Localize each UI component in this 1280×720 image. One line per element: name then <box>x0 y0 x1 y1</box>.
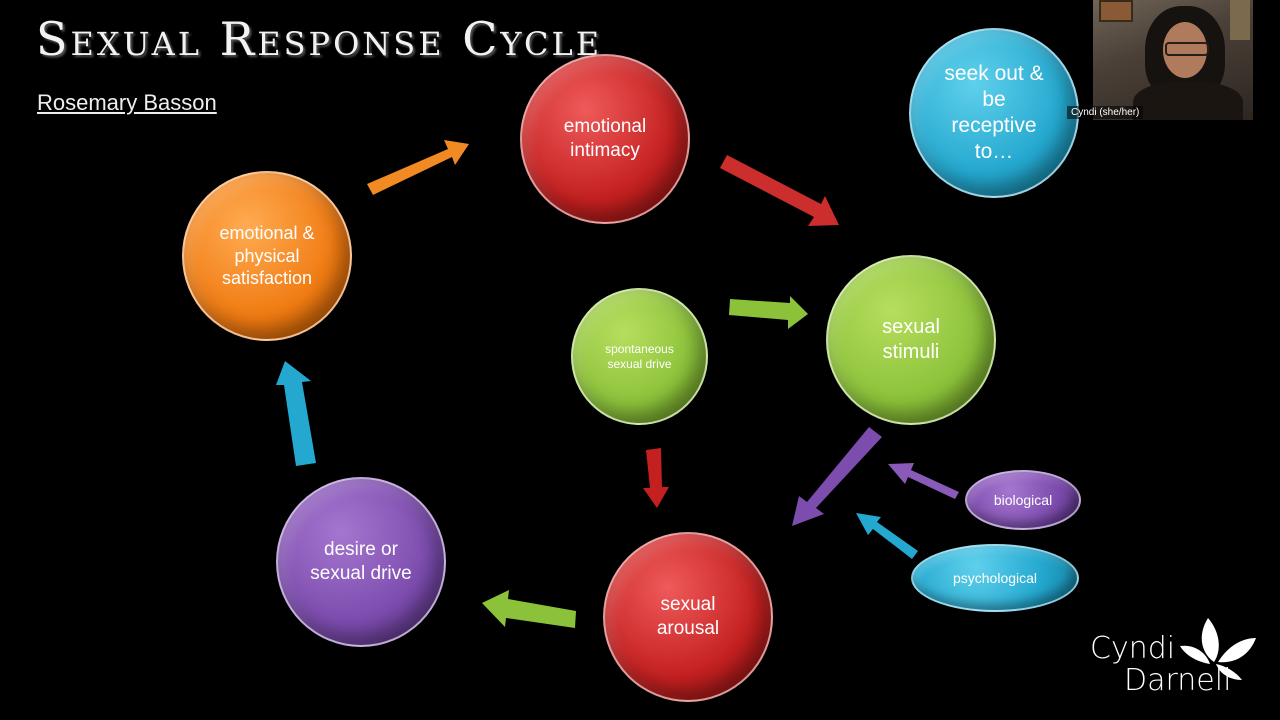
node-psychological: psychological <box>911 544 1079 612</box>
slide-subtitle: Rosemary Basson <box>37 90 217 115</box>
node-spontaneous-drive-label: spontaneous sexual drive <box>605 341 674 371</box>
arrow-desire-to-satisfaction <box>276 361 316 466</box>
arrow-stimuli-to-arousal <box>792 427 882 526</box>
arrow-spontaneous-to-stimuli <box>729 296 808 329</box>
arrow-intimacy-to-stimuli <box>720 155 839 226</box>
slide-title: Sexual Response Cycle <box>36 12 603 66</box>
node-desire-label: desire or sexual drive <box>310 539 412 584</box>
node-sexual-arousal: sexual arousal <box>603 532 773 702</box>
node-emotional-intimacy: emotional intimacy <box>520 54 690 224</box>
webcam-label-container: Cyndi (she/her) <box>1067 102 1144 120</box>
node-biological-label: biological <box>993 492 1053 508</box>
node-satisfaction-label: emotional & physical satisfaction <box>219 223 315 289</box>
participant-body <box>1133 82 1243 120</box>
arrow-psychological-to-stimuli <box>856 513 918 559</box>
node-desire: desire or sexual drive <box>276 477 446 647</box>
node-sexual-stimuli: sexual stimuli <box>826 255 996 425</box>
wall-frame <box>1230 0 1250 40</box>
webcam-tile[interactable] <box>1093 0 1253 120</box>
node-sexual-arousal-label: sexual arousal <box>656 594 720 639</box>
node-biological: biological <box>965 470 1081 530</box>
node-satisfaction: emotional & physical satisfaction <box>182 171 352 341</box>
arrow-biological-to-stimuli <box>888 463 959 499</box>
brand-logo: Cyndi Darnell <box>1088 612 1258 702</box>
arrow-spontaneous-to-arousal <box>643 448 669 508</box>
leaf-icon <box>1180 618 1256 680</box>
node-emotional-intimacy-label: emotional intimacy <box>563 116 647 161</box>
logo-line2: Darnell <box>1124 663 1232 698</box>
participant-glasses <box>1165 42 1209 56</box>
node-seek-out: seek out & be receptive to… <box>909 28 1079 198</box>
arrow-satisfaction-to-intimacy <box>367 140 469 195</box>
arrow-arousal-to-desire <box>482 590 576 628</box>
node-sexual-stimuli-label: sexual stimuli <box>882 316 940 363</box>
node-psychological-label: psychological <box>952 570 1038 586</box>
webcam-participant-name: Cyndi (she/her) <box>1067 106 1144 119</box>
node-spontaneous-drive: spontaneous sexual drive <box>571 288 708 425</box>
node-seek-out-label: seek out & be receptive to… <box>944 61 1044 164</box>
logo-line1: Cyndi <box>1090 631 1176 666</box>
participant-face <box>1163 22 1207 78</box>
wall-frame <box>1099 0 1133 22</box>
